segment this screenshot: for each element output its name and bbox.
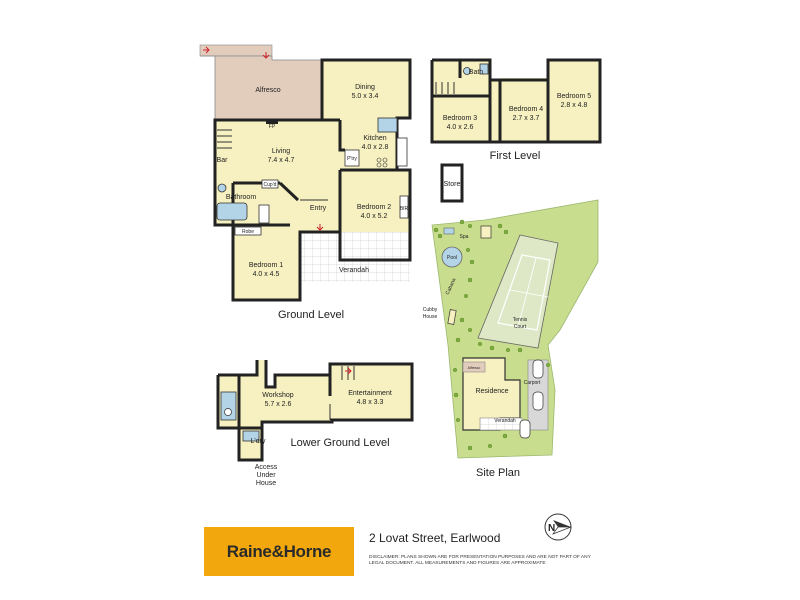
verandah-area — [300, 232, 410, 282]
north-arrow-icon: N — [544, 513, 572, 541]
cubby-house — [447, 309, 457, 325]
laundry-label: L'dry — [251, 438, 266, 445]
car-icon — [519, 359, 544, 439]
entry-label: Entry — [310, 205, 327, 212]
deck-strip — [199, 44, 273, 57]
kitchen-size: 4.0 x 2.8 — [362, 144, 389, 151]
entertainment-label: Entertainment — [348, 390, 392, 397]
access-note-line1: Access — [255, 464, 278, 471]
entertainment-size: 4.8 x 3.3 — [357, 399, 384, 406]
bedroom4-size: 2.7 x 3.7 — [513, 115, 540, 122]
carport-label: Carport — [524, 380, 541, 386]
bir-label: BIR — [400, 206, 409, 212]
bir-bedroom2 — [399, 195, 409, 219]
robe-bedroom1 — [234, 226, 262, 236]
vanity — [258, 204, 270, 224]
living-size: 7.4 x 4.7 — [268, 157, 295, 164]
fp-label: FP — [269, 124, 276, 130]
entry-arrow-icon — [203, 46, 210, 54]
toilet-icon — [224, 408, 232, 416]
cubby-house-line1: Cubby — [423, 307, 438, 313]
tree-icons — [433, 219, 551, 451]
toilet-icon — [463, 67, 471, 75]
pantry-label: P'try — [347, 156, 357, 162]
brand-logo: Raine&Horne — [204, 527, 354, 576]
spa — [443, 227, 455, 235]
bedroom5-size: 2.8 x 4.8 — [561, 102, 588, 109]
tennis-court-line2: Court — [514, 324, 527, 330]
stairs-first — [435, 82, 455, 94]
dining-label: Dining — [355, 84, 375, 91]
toilet-icon — [217, 183, 227, 193]
workshop-size: 5.7 x 2.6 — [265, 401, 292, 408]
cupboard — [261, 179, 279, 189]
north-label: N — [548, 523, 555, 534]
site-plan: Pool Cabana Spa Cubby House Tennis Court… — [423, 199, 599, 479]
laundry-tub — [242, 430, 260, 442]
site-plan-title: Site Plan — [476, 467, 520, 479]
bedroom4-label: Bedroom 4 — [509, 106, 543, 113]
brand-logo-text: Raine&Horne — [226, 541, 332, 561]
stairs-ground — [217, 129, 232, 149]
bar-label: Bar — [217, 157, 229, 164]
bathtub-icon — [216, 202, 248, 221]
lower-ground-level-plan: Workshop 5.7 x 2.6 Entertainment 4.8 x 3… — [216, 360, 414, 487]
entry-arrow-icon — [316, 224, 324, 231]
ground-level-title: Ground Level — [278, 309, 344, 321]
bedroom3-size: 4.0 x 2.6 — [447, 124, 474, 131]
dining-size: 5.0 x 3.4 — [352, 93, 379, 100]
cubby-house-line2: House — [423, 314, 438, 320]
site-verandah-label: Verandah — [494, 418, 516, 424]
tennis-court-line1: Tennis — [513, 317, 528, 323]
bedroom2-size: 4.0 x 5.2 — [361, 213, 388, 220]
access-note-line3: House — [256, 480, 276, 487]
site-alfresco — [462, 361, 486, 373]
bedroom1-size: 4.0 x 4.5 — [253, 271, 280, 278]
entry-arrow-icon — [262, 52, 270, 59]
cupd-label: Cup'd — [264, 182, 277, 188]
vanity — [479, 63, 489, 75]
kitchen-bench — [396, 137, 408, 167]
robe-label: Robe — [242, 229, 254, 235]
verandah-label: Verandah — [339, 267, 369, 274]
bathroom-label: Bathroom — [226, 194, 257, 201]
store-label: Store — [444, 181, 461, 188]
first-level-plan: Bath Bedroom 3 4.0 x 2.6 Bedroom 4 2.7 x… — [430, 58, 602, 162]
store-plan: Store — [440, 163, 464, 203]
kitchen-island — [377, 117, 398, 133]
pool — [441, 246, 463, 268]
bedroom2-label: Bedroom 2 — [357, 204, 391, 211]
kitchen-label: Kitchen — [363, 135, 386, 142]
alfresco-label: Alfresco — [255, 87, 280, 94]
lower-ground-level-title: Lower Ground Level — [290, 437, 389, 449]
first-level-title: First Level — [490, 150, 541, 162]
tennis-court-lines — [497, 254, 551, 331]
disclaimer-text: DISCLAIMER: PLANS SHOWN ARE FOR PRESENTA… — [369, 555, 591, 566]
pool-label: Pool — [447, 255, 457, 261]
residence-label: Residence — [475, 388, 508, 395]
bedroom3-label: Bedroom 3 — [443, 115, 477, 122]
fireplace — [266, 120, 278, 124]
lower-ground-floor-area — [218, 360, 412, 460]
first-floor-area — [432, 60, 600, 142]
access-note-line2: Under — [256, 472, 276, 479]
entry-arrow-icon — [345, 367, 352, 375]
store-hut — [480, 225, 492, 239]
bedroom1-label: Bedroom 1 — [249, 262, 283, 269]
property-address: 2 Lovat Street, Earlwood — [369, 531, 501, 545]
site-alfresco-label: Alfresco — [468, 366, 481, 370]
ground-level-plan: Alfresco Dining 5.0 x 3.4 Living 7.4 x 4… — [199, 44, 412, 321]
pantry — [344, 149, 360, 167]
living-label: Living — [272, 148, 290, 155]
bath-label: Bath — [469, 69, 484, 76]
spa-label: Spa — [460, 234, 469, 240]
cooktop-icon — [376, 157, 388, 168]
bedroom5-label: Bedroom 5 — [557, 93, 591, 100]
workshop-label: Workshop — [262, 392, 293, 399]
